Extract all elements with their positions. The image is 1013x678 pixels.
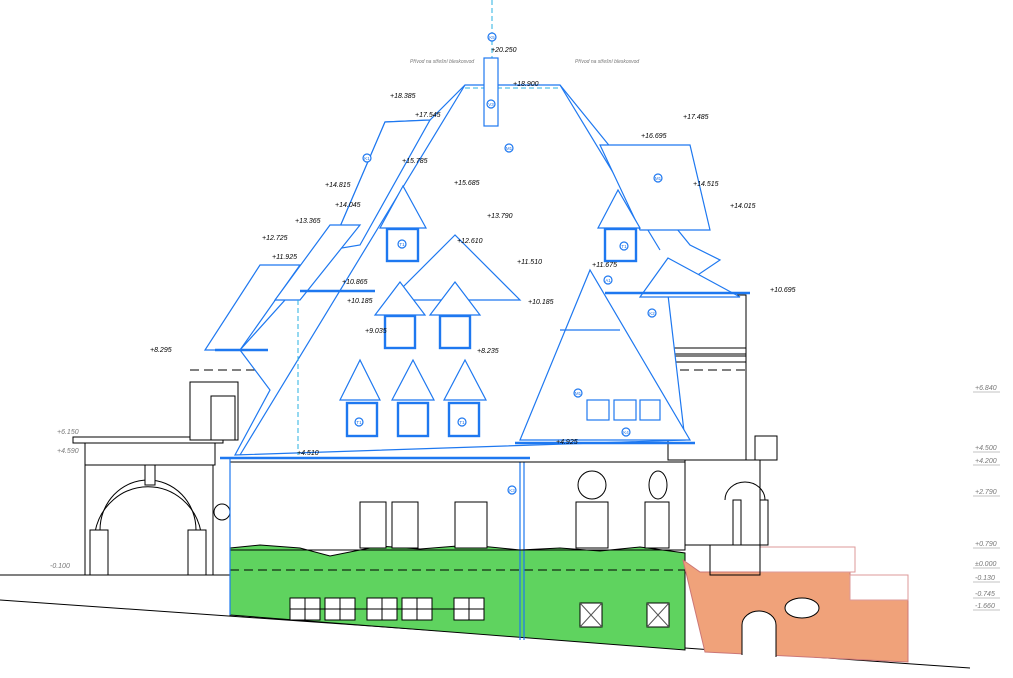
dormers [339,184,661,438]
svg-text:+14.815: +14.815 [325,182,351,189]
svg-text:+10.865: +10.865 [342,279,368,286]
svg-text:V3: V3 [488,102,494,107]
svg-text:+8.295: +8.295 [150,347,172,354]
svg-text:T1: T1 [399,242,405,247]
left-arcade [72,381,239,576]
svg-text:+4.510: +4.510 [297,450,319,457]
svg-text:T1: T1 [356,420,362,425]
brick-terrace [682,546,909,663]
svg-text:K3: K3 [509,488,515,493]
svg-text:K4: K4 [623,430,629,435]
svg-text:+15.785: +15.785 [402,158,428,165]
svg-text:-0.130: -0.130 [975,575,995,582]
svg-text:M1: M1 [575,391,582,396]
svg-text:K1: K1 [364,156,370,161]
svg-text:+6.150: +6.150 [57,429,79,436]
svg-text:+4.590: +4.590 [57,448,79,455]
svg-text:+11.675: +11.675 [592,262,617,269]
svg-text:K5: K5 [489,35,495,40]
svg-text:-1.660: -1.660 [975,603,995,610]
svg-text:+17.545: +17.545 [415,112,441,119]
svg-text:+0.790: +0.790 [975,541,997,548]
svg-text:+13.790: +13.790 [487,213,513,220]
svg-text:+16.695: +16.695 [641,133,667,140]
level-marks: +20.250 +18.900 +18.385 +17.545 +17.485 … [50,47,796,570]
svg-text:+8.235: +8.235 [477,348,499,355]
svg-text:-0.745: -0.745 [975,591,995,598]
svg-text:+11.510: +11.510 [517,259,542,266]
svg-text:M1: M1 [506,146,513,151]
svg-text:+14.015: +14.015 [730,203,756,210]
svg-text:+4.500: +4.500 [975,445,997,452]
svg-text:+4.925: +4.925 [556,439,578,446]
svg-text:+4.200: +4.200 [975,458,997,465]
svg-text:T1: T1 [459,420,465,425]
svg-text:±0.000: ±0.000 [975,561,996,568]
stone-plinth [229,462,686,651]
svg-text:+13.365: +13.365 [295,218,321,225]
roof [203,0,750,615]
svg-text:+10.185: +10.185 [528,299,554,306]
svg-text:+15.685: +15.685 [454,180,480,187]
svg-text:+18.385: +18.385 [390,93,416,100]
svg-text:+18.900: +18.900 [513,81,539,88]
lightning-note-right: Přívod na střešní bleskosvod [575,59,639,65]
svg-text:+12.610: +12.610 [457,238,483,245]
lightning-note-left: Přívod na střešní bleskosvod [410,59,474,65]
svg-text:A1: A1 [605,278,611,283]
svg-text:T1: T1 [621,244,627,249]
svg-text:+9.035: +9.035 [365,328,387,335]
svg-text:+2.790: +2.790 [975,489,997,496]
svg-text:+10.695: +10.695 [770,287,796,294]
svg-text:+14.045: +14.045 [335,202,361,209]
svg-text:+11.925: +11.925 [272,254,297,261]
svg-text:+14.515: +14.515 [693,181,719,188]
svg-text:K2: K2 [649,311,655,316]
svg-text:+17.485: +17.485 [683,114,709,121]
level-marks-right: +6.840 +4.500 +4.200 +2.790 +0.790 ±0.00… [973,385,1000,611]
svg-text:+20.250: +20.250 [491,47,517,54]
material-tags: V3 M1 M1 K5 T1 T1 T1 T1 M1 K4 A1 K2 K3 K… [354,32,663,495]
basement-windows [289,597,670,628]
svg-text:-0.100: -0.100 [50,563,70,570]
facade-windows [213,470,670,549]
svg-text:M1: M1 [655,176,662,181]
svg-text:+12.725: +12.725 [262,235,288,242]
svg-text:+10.185: +10.185 [347,298,373,305]
svg-text:+6.840: +6.840 [975,385,997,392]
